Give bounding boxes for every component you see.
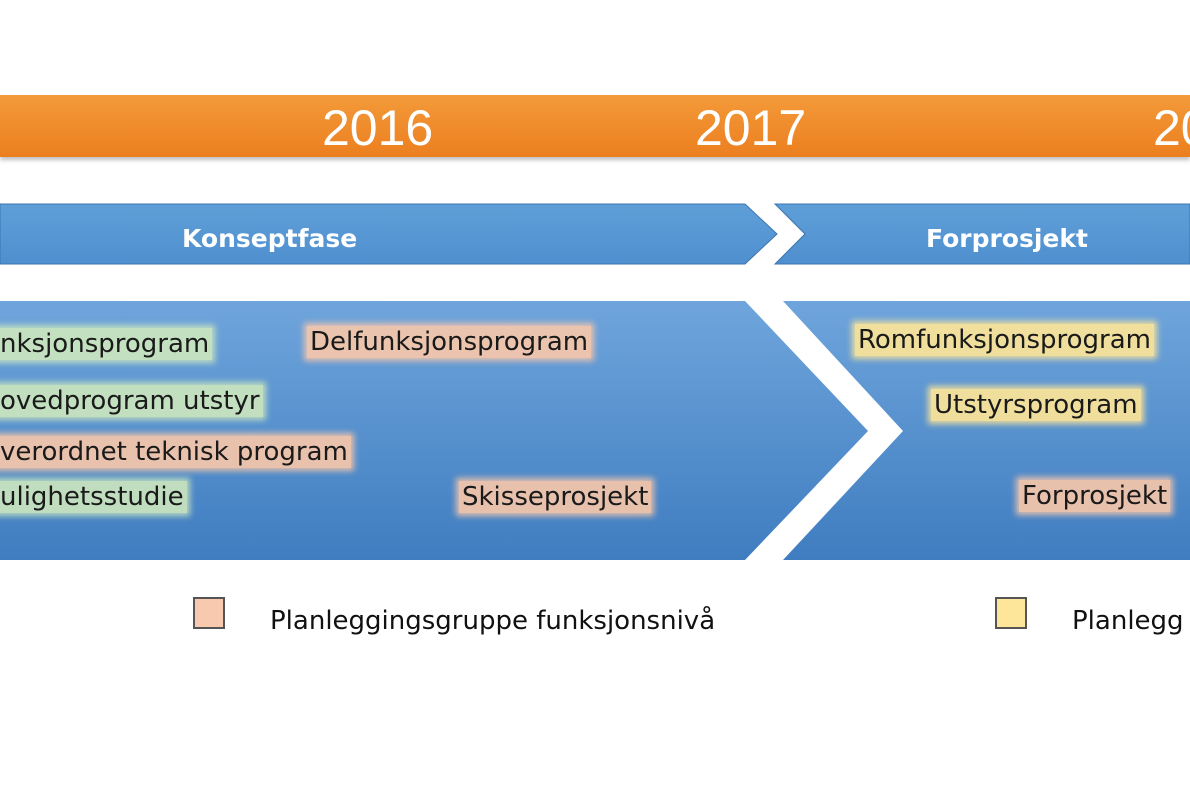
year-2016: 2016 [322, 100, 434, 156]
item-funksjonsprogram: nksjonsprogram [0, 328, 213, 360]
item-hovedprogram-utstyr: ovedprogram utstyr [0, 385, 263, 417]
phase-label-forprosjekt: Forprosjekt [926, 224, 1088, 253]
phase-label-konseptfase: Konseptfase [182, 224, 358, 253]
item-overordnet-teknisk-program: verordnet teknisk program [0, 436, 351, 468]
timeline-bar [0, 95, 1190, 157]
year-2018-partial: 20 [1153, 100, 1190, 156]
legend-label-funksjonsniva: Planleggingsgruppe funksjonsnivå [270, 606, 716, 636]
item-skisseprosjekt: Skisseprosjekt [459, 481, 652, 513]
item-mulighetsstudie: ulighetsstudie [0, 481, 187, 513]
item-romfunksjonsprogram: Romfunksjonsprogram [855, 324, 1154, 356]
legend-swatch-second [995, 597, 1027, 629]
legend-swatch-funksjonsniva [193, 597, 225, 629]
item-delfunksjonsprogram: Delfunksjonsprogram [307, 326, 592, 358]
forprosjekt-arrow [773, 203, 1190, 265]
year-2017: 2017 [695, 100, 807, 156]
item-utstyrsprogram: Utstyrsprogram [931, 389, 1141, 421]
item-forprosjekt: Forprosjekt [1019, 480, 1171, 512]
konseptfase-arrow [0, 203, 778, 265]
legend-label-second: Planlegg [1072, 606, 1184, 636]
